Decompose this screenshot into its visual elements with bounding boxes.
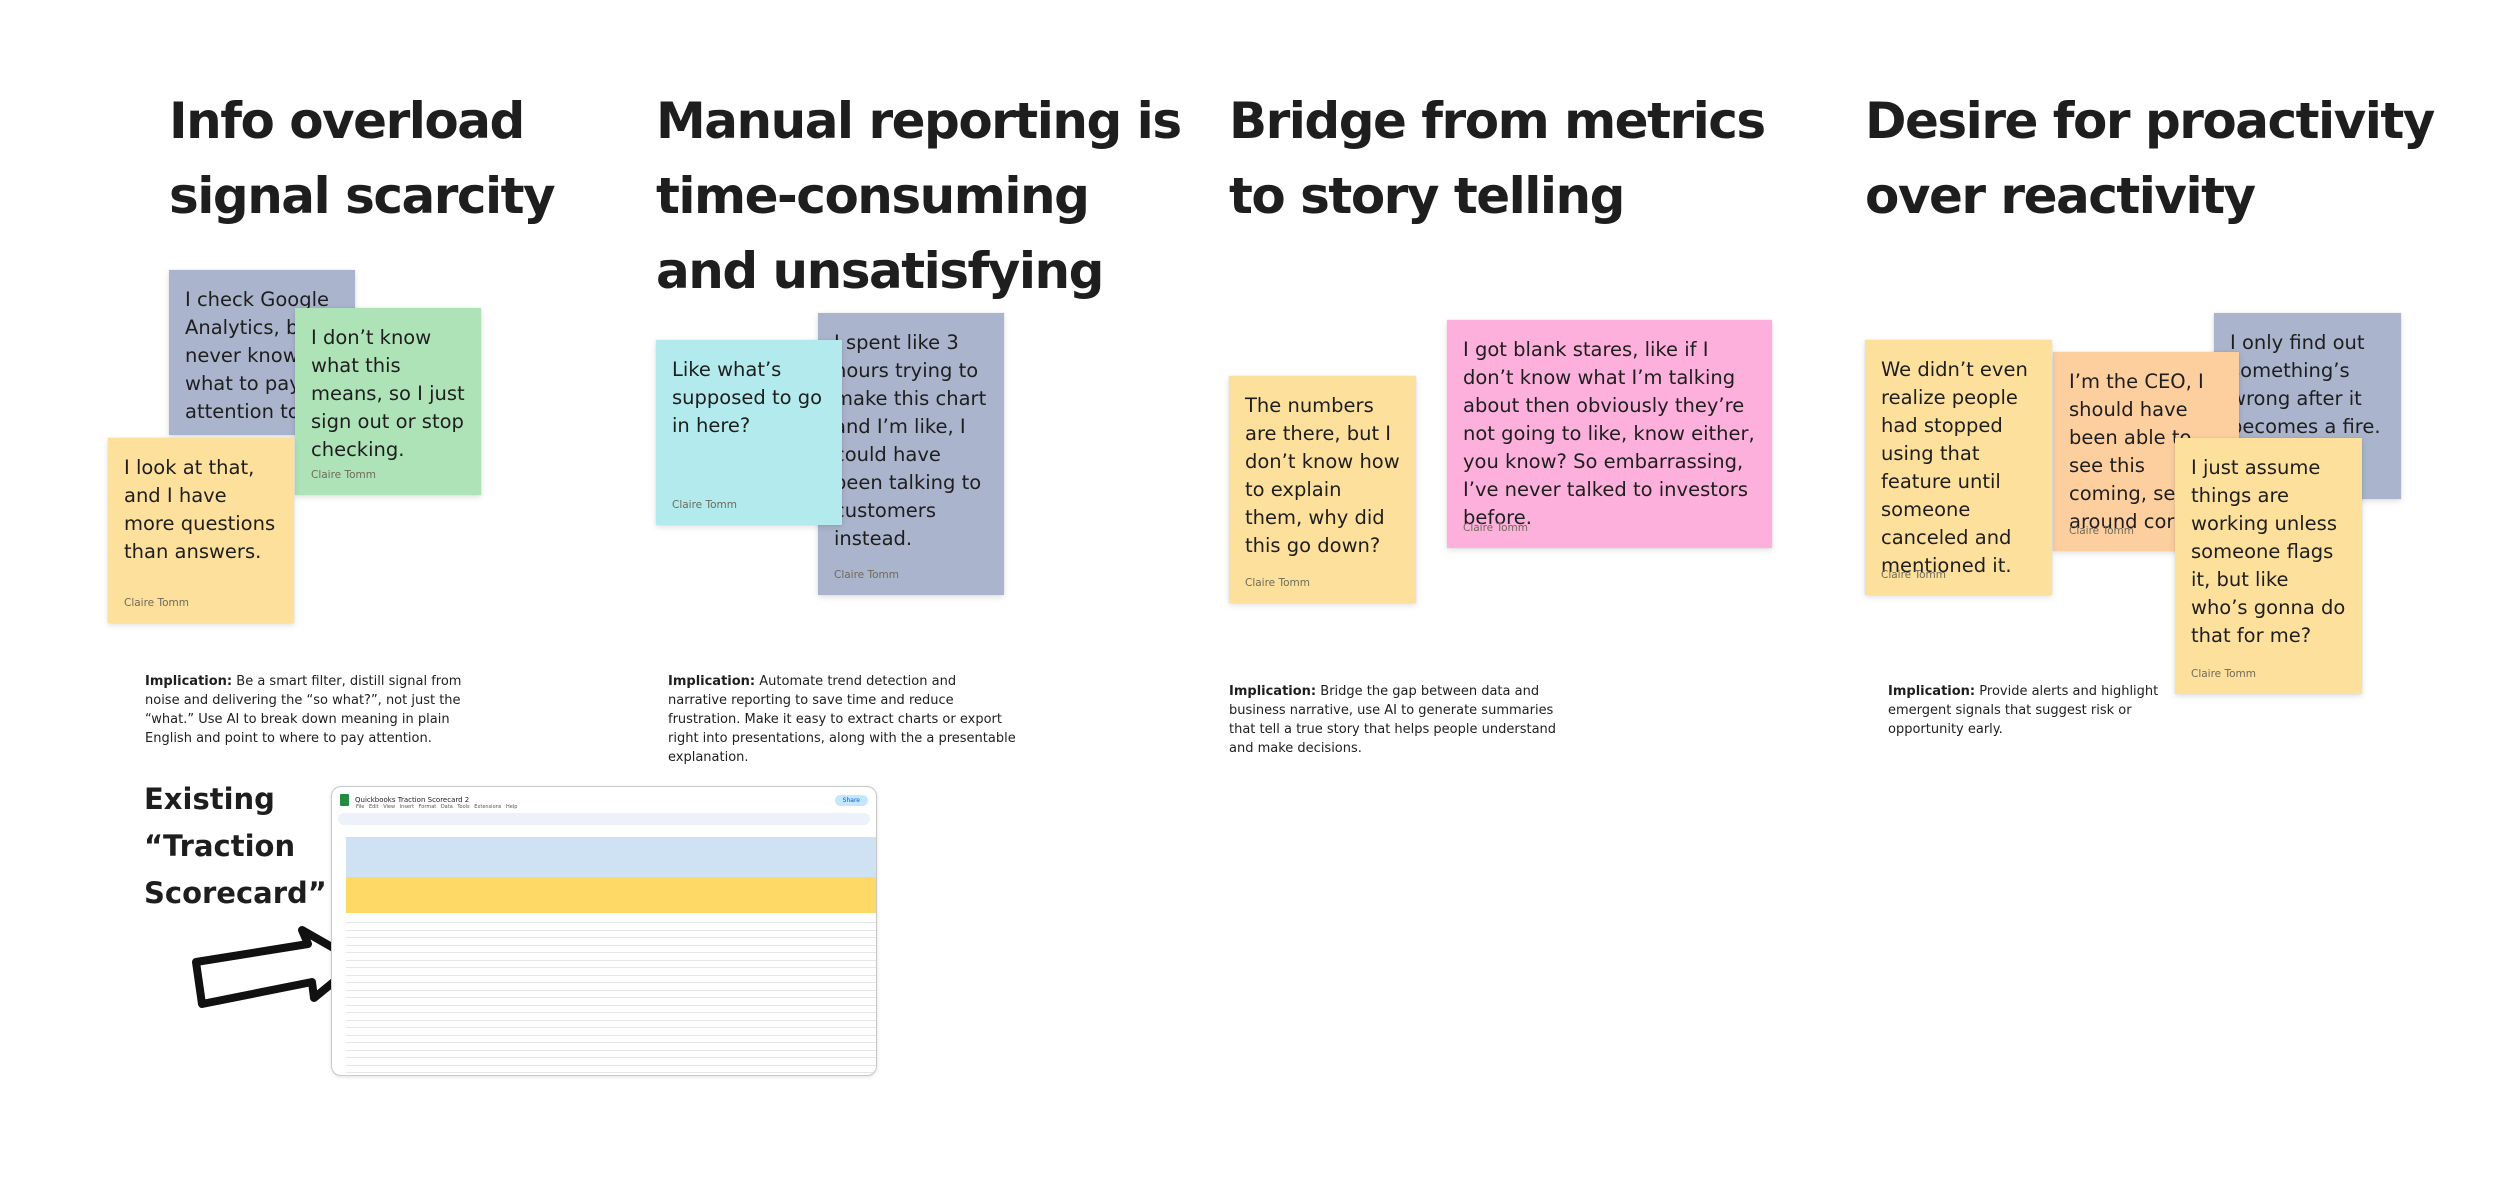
sticky-note[interactable]: I don’t know what this means, so I just … (295, 308, 481, 495)
sticky-note[interactable]: Like what’s supposed to go in here? Clai… (656, 340, 842, 525)
sheet-row (346, 998, 876, 1006)
sheet-row (346, 953, 876, 961)
implication-body: Automate trend detection and narrative r… (668, 674, 1016, 765)
spreadsheet-screenshot: Quickbooks Traction Scorecard 2 Share Fi… (331, 786, 877, 1076)
sticky-note[interactable]: The numbers are there, but I don’t know … (1229, 376, 1416, 603)
sheet-row (346, 1005, 876, 1013)
sheet-row (346, 1058, 876, 1066)
sticky-note-author: Claire Tomm (1245, 577, 1310, 589)
sheet-row (346, 1020, 876, 1028)
sticky-note-author: Claire Tomm (672, 499, 737, 511)
implication-body: Bridge the gap between data and business… (1229, 684, 1557, 756)
heading-manual-reporting: Manual reporting is time-consuming and u… (656, 92, 1182, 300)
sticky-note-text: I got blank stares, like if I don’t know… (1463, 338, 1755, 529)
implication-label: Implication: (668, 674, 756, 689)
sheet-row (346, 923, 876, 931)
sticky-note[interactable]: I look at that, and I have more question… (108, 438, 294, 623)
sheet-row (346, 1073, 876, 1076)
sticky-note[interactable]: We didn’t even realize people had stoppe… (1865, 340, 2052, 595)
sheet-toolbar (338, 813, 870, 825)
sheet-header-band (346, 837, 876, 877)
sticky-note-text: We didn’t even realize people had stoppe… (1881, 358, 2028, 577)
sheets-icon (340, 794, 349, 806)
sheet-title-bar: Quickbooks Traction Scorecard 2 Share (332, 787, 876, 813)
sticky-note-text: Like what’s supposed to go in here? (672, 358, 823, 437)
sticky-note-text: I spent like 3 hours trying to make this… (834, 331, 987, 550)
sticky-note-author: Claire Tomm (2191, 668, 2256, 680)
sheet-row (346, 1035, 876, 1043)
implication-text: Implication: Automate trend detection an… (668, 672, 1018, 767)
sheet-row (346, 1043, 876, 1051)
sheet-row (346, 915, 876, 923)
sheet-row (346, 968, 876, 976)
sheet-row (346, 1050, 876, 1058)
sticky-note-author: Claire Tomm (1881, 569, 1946, 581)
implication-text: Implication: Be a smart filter, distill … (145, 672, 495, 748)
sheet-row (346, 1013, 876, 1021)
existing-scorecard-title: Existing “Traction Scorecard” (144, 782, 327, 910)
sheet-row (346, 983, 876, 991)
sticky-note-text: I don’t know what this means, so I just … (311, 326, 465, 461)
sticky-note-author: Claire Tomm (124, 597, 189, 609)
implication-text: Implication: Bridge the gap between data… (1229, 682, 1579, 758)
sticky-note-author: Claire Tomm (311, 469, 376, 481)
sticky-note-text: I look at that, and I have more question… (124, 456, 276, 563)
sheet-row (346, 1065, 876, 1073)
sticky-note[interactable]: I got blank stares, like if I don’t know… (1447, 320, 1772, 548)
implication-label: Implication: (145, 674, 233, 689)
sticky-note-author: Claire Tomm (834, 569, 899, 581)
implication-body: Provide alerts and highlight emergent si… (1888, 684, 2159, 737)
sheet-menu-bar: File Edit View Insert Format Data Tools … (356, 804, 518, 810)
sticky-note-author: Claire Tomm (1463, 522, 1528, 534)
sheet-highlight-band (346, 877, 876, 913)
sticky-note[interactable]: I just assume things are working unless … (2175, 438, 2362, 694)
implication-label: Implication: (1229, 684, 1317, 699)
heading-info-overload: Info overload signal scarcity (169, 92, 556, 225)
sheet-grid (332, 837, 876, 1075)
sheet-row (346, 945, 876, 953)
sticky-note-author: Claire Tomm (2069, 525, 2134, 537)
sheet-row (346, 960, 876, 968)
sheet-row (346, 930, 876, 938)
implication-text: Implication: Provide alerts and highligh… (1888, 682, 2168, 739)
implication-body: Be a smart filter, distill signal from n… (145, 674, 462, 746)
heading-proactivity: Desire for proactivity over reactivity (1865, 92, 2435, 225)
sticky-note[interactable]: I spent like 3 hours trying to make this… (818, 313, 1004, 595)
sheet-row (346, 938, 876, 946)
sheet-document-title: Quickbooks Traction Scorecard 2 (355, 796, 470, 804)
sticky-note-text: The numbers are there, but I don’t know … (1245, 394, 1400, 557)
implication-label: Implication: (1888, 684, 1976, 699)
share-button: Share (834, 794, 868, 806)
sheet-row (346, 990, 876, 998)
heading-bridge-metrics: Bridge from metrics to story telling (1229, 92, 1766, 225)
sticky-note-text: I only find out something’s wrong after … (2230, 331, 2381, 438)
sticky-note-text: I just assume things are working unless … (2191, 456, 2346, 647)
sheet-row (346, 975, 876, 983)
sheet-row (346, 1028, 876, 1036)
